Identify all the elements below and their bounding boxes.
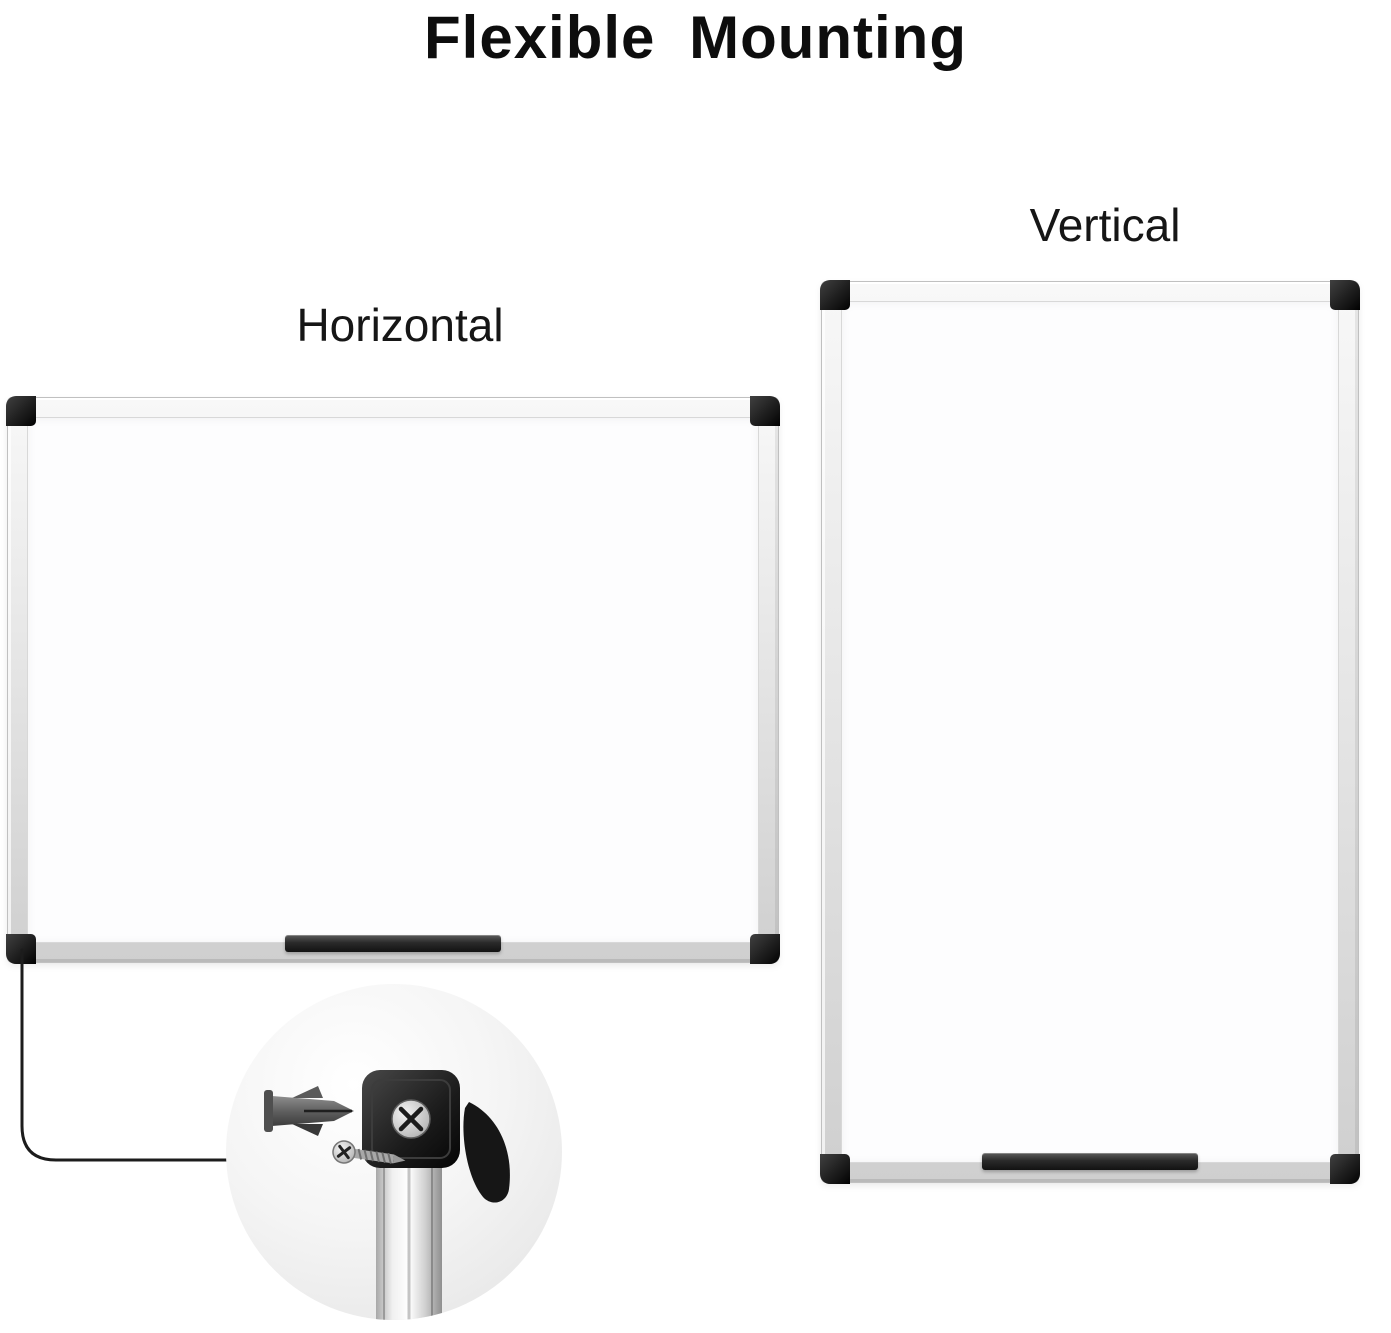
page-title: Flexible Mounting xyxy=(424,4,967,71)
corner-wedge-icon xyxy=(463,1102,510,1203)
callout-connector-line xyxy=(20,948,236,1162)
corner-cap-icon xyxy=(1330,1154,1360,1184)
corner-cap-icon xyxy=(6,396,36,426)
corner-cap-icon xyxy=(6,934,36,964)
whiteboard-surface xyxy=(841,301,1339,1163)
corner-cap-icon xyxy=(820,1154,850,1184)
marker-tray xyxy=(285,935,501,952)
whiteboard-surface xyxy=(27,417,759,943)
vertical-label: Vertical xyxy=(1029,199,1181,251)
cap-screw-icon xyxy=(391,1099,431,1139)
wall-anchor-icon xyxy=(264,1086,354,1136)
corner-cap-icon xyxy=(820,280,850,310)
corner-cap-icon xyxy=(750,934,780,964)
mounting-hardware-detail xyxy=(264,1070,510,1320)
mounting-detail-callout xyxy=(226,984,562,1320)
horizontal-label: Horizontal xyxy=(296,299,504,351)
horizontal-whiteboard xyxy=(6,396,780,964)
corner-cap-icon xyxy=(750,396,780,426)
screw-icon xyxy=(332,1140,406,1164)
marker-tray xyxy=(982,1153,1198,1170)
corner-cap-icon xyxy=(1330,280,1360,310)
vertical-whiteboard xyxy=(820,280,1360,1184)
